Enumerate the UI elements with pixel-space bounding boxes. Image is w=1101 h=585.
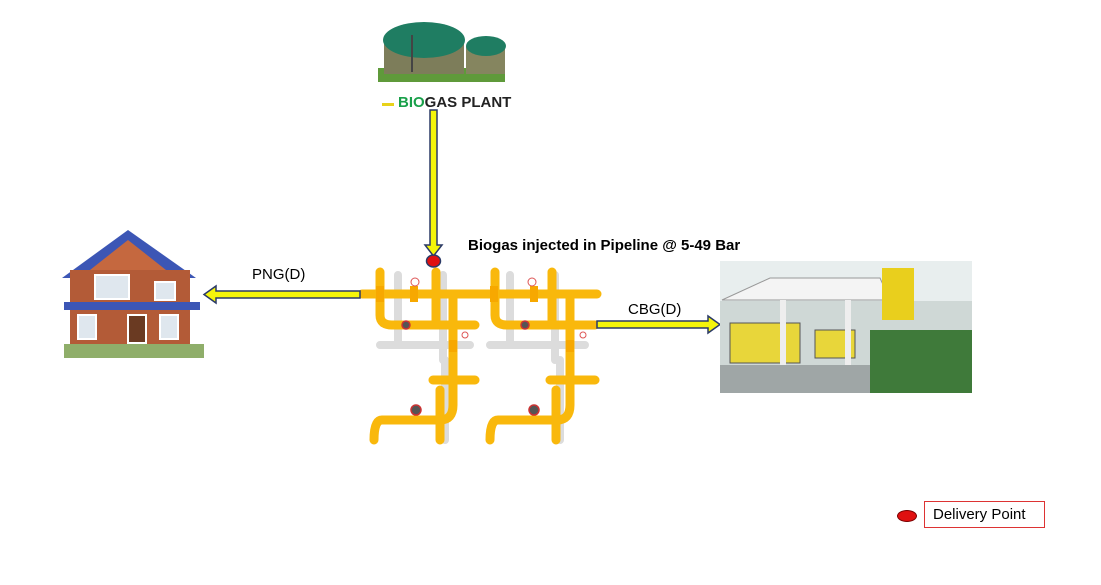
down-arrow [423, 109, 444, 258]
cbg-label: CBG(D) [628, 301, 681, 318]
gas-plant-text: GAS PLANT [425, 94, 512, 111]
bio-text: BIO [398, 94, 425, 111]
biogas-plant-image [378, 22, 506, 82]
cbg-station-image [720, 261, 972, 393]
png-arrow [202, 284, 361, 305]
pipeline-network-image [357, 267, 602, 445]
biogas-plant-label: BIOGAS PLANT [398, 94, 511, 111]
delivery-point-marker [425, 254, 442, 268]
cbg-arrow [596, 314, 722, 335]
legend-delivery-point: Delivery Point [924, 501, 1045, 528]
delivery-point-legend-icon [897, 510, 917, 522]
logo-mark [382, 103, 394, 106]
png-label: PNG(D) [252, 266, 305, 283]
house-image [62, 230, 204, 358]
injection-label: Biogas injected in Pipeline @ 5-49 Bar [468, 237, 740, 254]
